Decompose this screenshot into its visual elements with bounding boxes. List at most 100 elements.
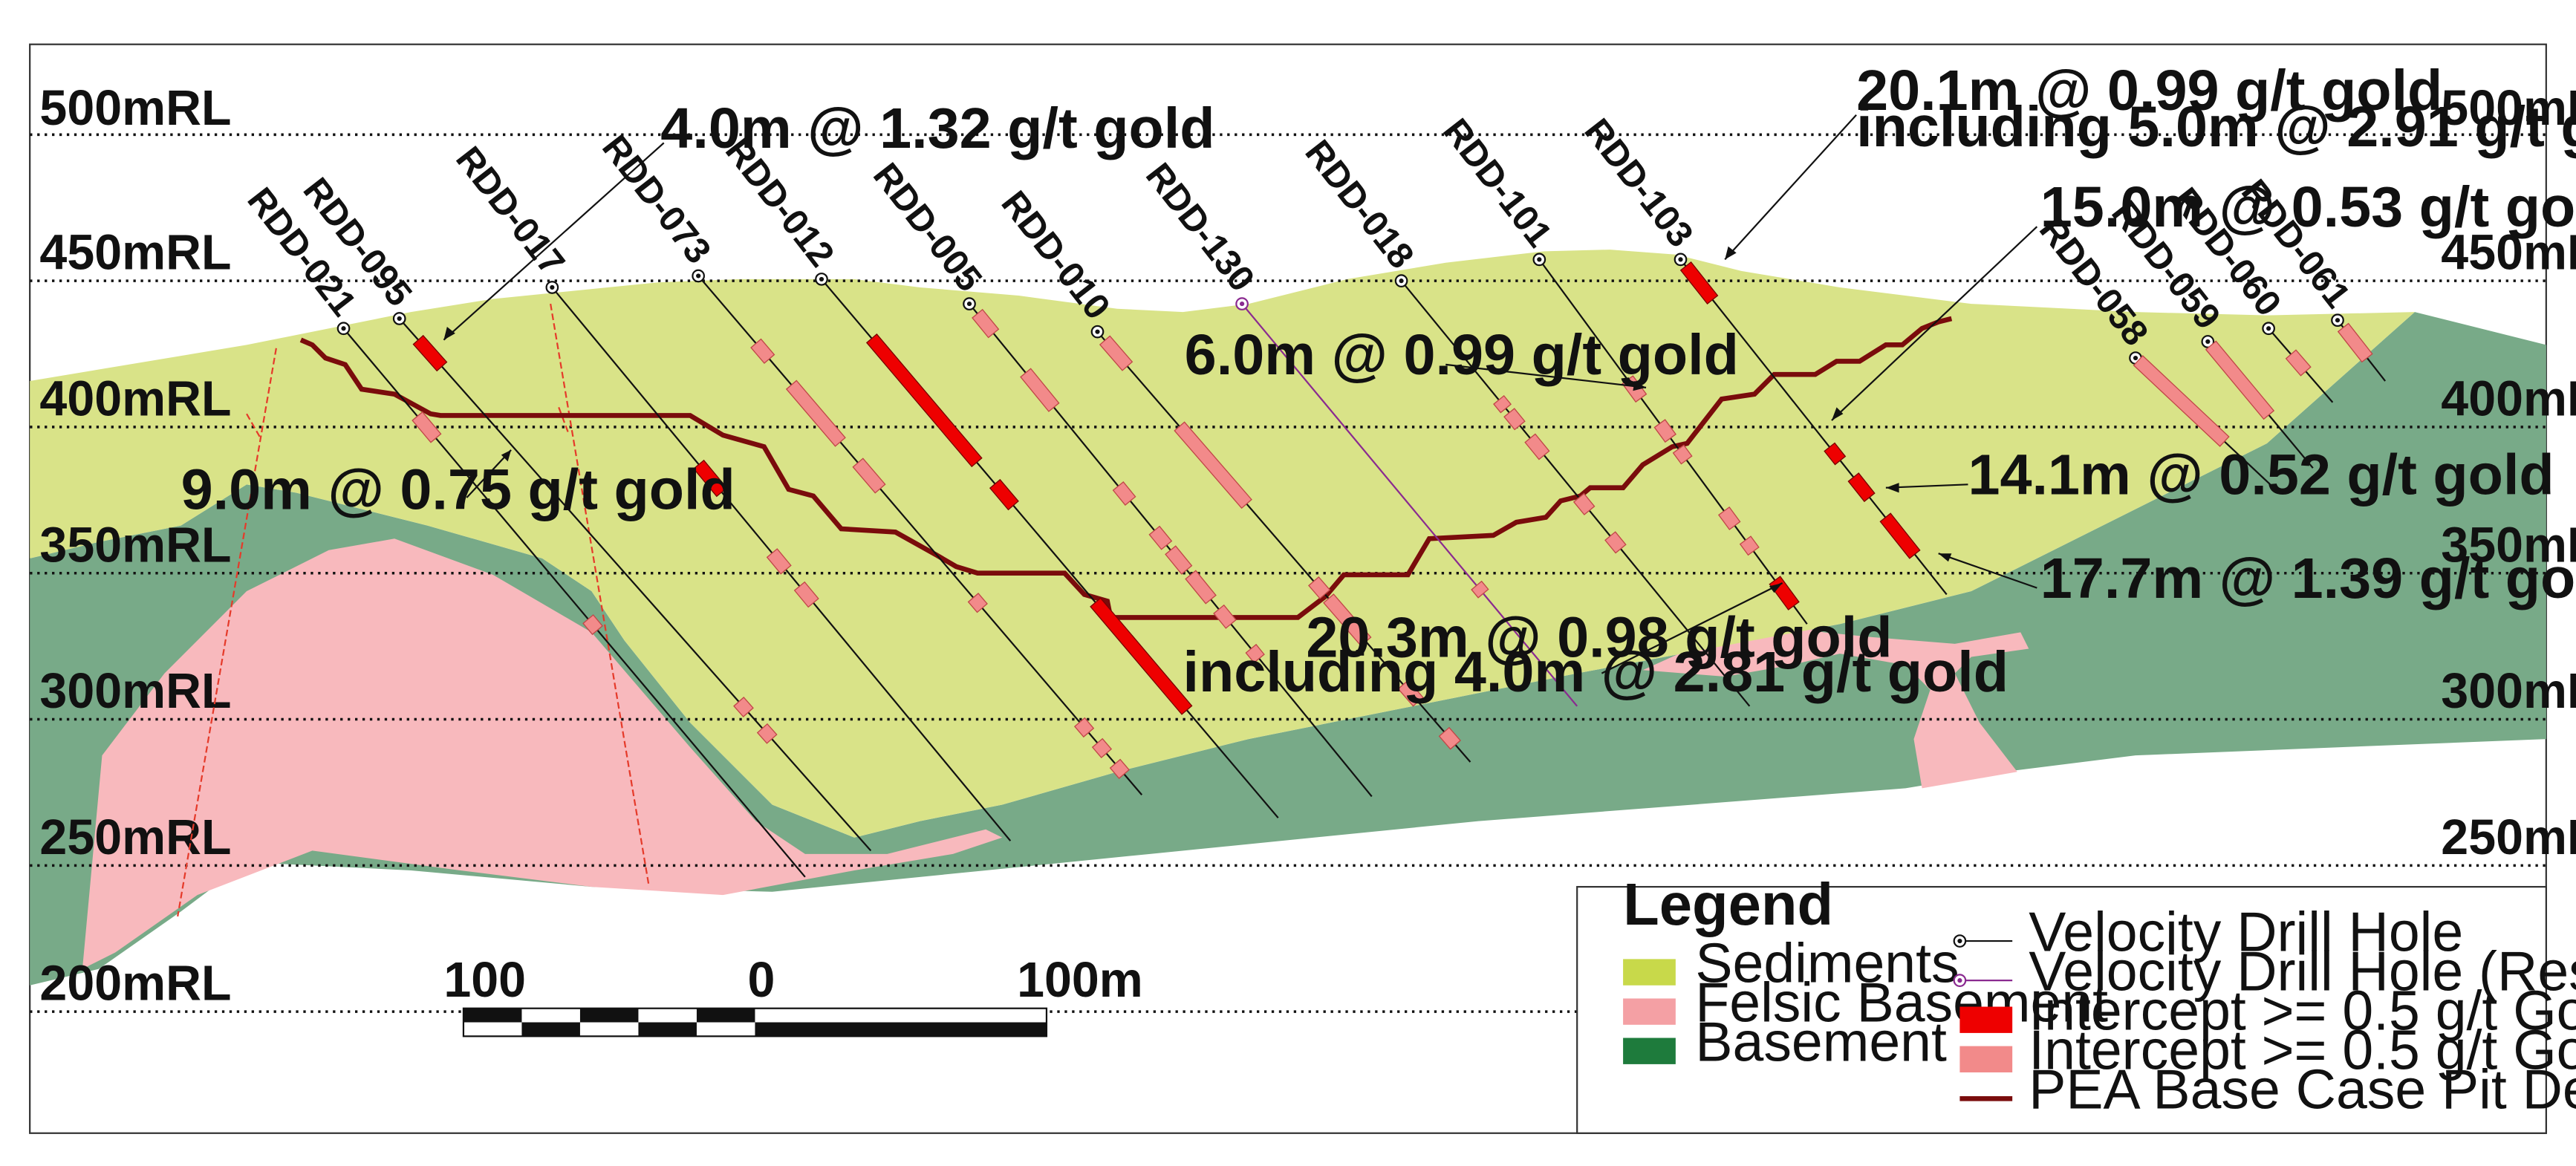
intercept: [1493, 394, 1512, 414]
leader-line: [443, 142, 665, 341]
intercept: [1653, 419, 1676, 443]
drill-hole-trace: [398, 318, 872, 852]
pea-pit-outline: [299, 316, 1953, 620]
rl-label: 450mRL: [39, 226, 231, 281]
drill-hole-collar-dot: [1399, 279, 1404, 284]
arrowhead: [1938, 553, 1952, 562]
legend-label-intercept-2019: Intercept >= 0.5 g/t Gold (2019): [2029, 979, 2576, 1041]
leader-line: [1445, 363, 1647, 388]
annotation-intercept: 20.1m @ 0.99 g/t gold: [1856, 59, 2442, 123]
rl-grid: [30, 133, 2546, 1013]
drill-hole-collar-dot: [2266, 326, 2271, 331]
scale-segment: [755, 1022, 1047, 1037]
intercept: [1185, 570, 1217, 605]
intercept-2019: [1847, 472, 1876, 503]
annotation-intercept: including 5.0m @ 2.91 g/t gold: [1856, 95, 2576, 159]
drill-hole-collar-dot: [2133, 355, 2138, 361]
legend-swatch-basement: [1623, 1038, 1676, 1064]
rl-labels-left: 500mRL 450mRL 400mRL 350mRL 300mRL 250mR…: [39, 81, 231, 1012]
leader-line: [1938, 553, 2037, 589]
geology-layers: [30, 250, 2546, 986]
legend-label-drill-hole: Velocity Drill Hole: [2029, 900, 2463, 963]
rl-label: 400mRL: [39, 371, 231, 426]
fault-line: [177, 348, 277, 917]
legend-label-sediments: Sediments: [1695, 931, 1959, 994]
intercept-2019: [1879, 512, 1921, 559]
leader-line: [1885, 483, 1968, 489]
rl-label: 300mRL: [39, 664, 231, 719]
intercept: [1020, 368, 1060, 412]
arrowhead: [1831, 407, 1844, 421]
intercept-2019: [1824, 442, 1847, 466]
sediments-layer: [30, 250, 2415, 838]
rl-label: 400mRL: [2441, 371, 2576, 426]
legend-pending-dot: [1957, 978, 1962, 983]
arrowhead: [1885, 483, 1899, 493]
felsic-basement-right: [1642, 620, 2029, 789]
scale-segment: [521, 1022, 580, 1037]
scale-segment: [463, 1008, 522, 1023]
intercept-2019: [1679, 261, 1719, 304]
arrowhead: [1769, 583, 1783, 593]
intercept: [2285, 349, 2312, 377]
intercept: [972, 308, 1000, 339]
intercept: [1323, 593, 1372, 647]
intercept: [756, 723, 778, 744]
leader-line: [466, 449, 512, 498]
drill-hole-trace: [1241, 303, 1578, 707]
rl-label: 250mRL: [2441, 810, 2576, 865]
annotation-intercept: 14.1m @ 0.52 g/t gold: [1968, 443, 2554, 507]
scale-segment: [579, 1008, 639, 1023]
scale-bar-checker: [463, 1008, 1047, 1037]
fault-line: [550, 303, 650, 887]
legend-swatch-felsic: [1623, 998, 1676, 1025]
arrowhead: [443, 327, 455, 340]
intercept: [1109, 758, 1130, 779]
annotations: 4.0m @ 1.32 g/t gold 9.0m @ 0.75 g/t gol…: [181, 59, 2576, 704]
drill-hole-collar-dot: [2205, 339, 2211, 345]
intercept: [1471, 580, 1489, 599]
intercept: [1397, 680, 1424, 707]
scale-segment: [638, 1022, 697, 1037]
rl-label: 200mRL: [39, 957, 231, 1012]
intercept: [1099, 335, 1133, 371]
arrowhead: [1725, 246, 1737, 260]
drill-hole-collar-dot: [966, 301, 972, 307]
intercept: [1524, 433, 1550, 460]
scale-label-center: 0: [747, 953, 775, 1008]
intercept: [967, 593, 988, 613]
drill-hole-trace: [1538, 258, 1808, 625]
leader-line: [1724, 114, 1857, 261]
intercept: [1073, 717, 1095, 738]
intercept: [2337, 322, 2373, 363]
annotation-intercept: 15.0m @ 0.53 g/t gold: [2040, 175, 2576, 239]
arrowhead: [1633, 381, 1647, 391]
rl-label: 300mRL: [2441, 664, 2576, 719]
rl-labels-right: 500mRL 450mRL 400mRL 350mRL 300mRL 250mR…: [2441, 81, 2576, 865]
legend-box: [1576, 885, 2547, 1134]
intercept-2019: [1090, 597, 1193, 715]
drill-hole-collar-dot: [1239, 301, 1245, 307]
annotation-intercept: 9.0m @ 0.75 g/t gold: [181, 457, 735, 521]
intercept: [733, 697, 754, 717]
arrowhead: [501, 449, 512, 462]
legend-title: Legend: [1623, 871, 1833, 937]
legend-swatch-sediments: [1623, 959, 1676, 986]
drill-hole-collar-dot: [696, 273, 701, 279]
intercept: [1604, 531, 1627, 554]
intercepts-layer: [412, 261, 2373, 779]
scale-label-right: 100m: [1017, 953, 1143, 1008]
annotation-intercept: 6.0m @ 0.99 g/t gold: [1185, 323, 1739, 387]
annotation-intercept: 20.3m @ 0.98 g/t gold: [1306, 606, 1892, 670]
intercept: [1165, 545, 1193, 575]
annotation-leaders: [443, 114, 2038, 674]
legend-label-basement: Basement: [1695, 1010, 1947, 1072]
drill-hole-collar-dot: [1678, 257, 1683, 262]
intercept: [1148, 525, 1173, 550]
drill-hole-trace: [697, 275, 1143, 795]
drill-hole-collar-dot: [2335, 318, 2341, 323]
intercept-2019: [693, 459, 728, 498]
intercept: [1112, 481, 1136, 506]
annotation-intercept: including 4.0m @ 2.81 g/t gold: [1183, 640, 2009, 704]
